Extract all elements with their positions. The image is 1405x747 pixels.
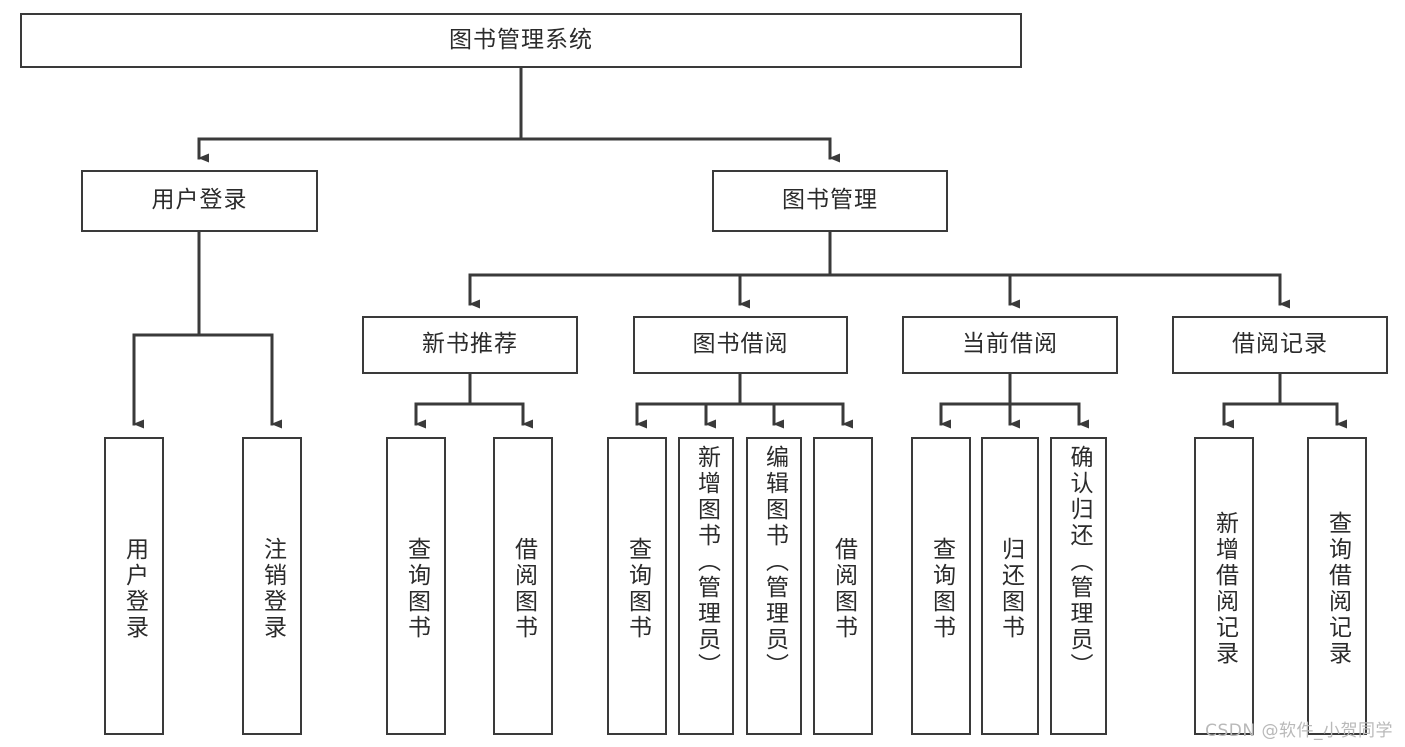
node-borrow-record[interactable]: 借阅记录: [1172, 316, 1388, 374]
node-book-management-label: 图书管理: [782, 187, 878, 214]
node-book-borrow-label: 图书借阅: [692, 331, 789, 358]
node-leaf-edit-book-label: 编辑图书（管理员）: [761, 445, 788, 679]
node-leaf-query-book-2[interactable]: 查询图书: [607, 437, 667, 735]
node-leaf-query-book-3-label: 查询图书: [928, 537, 955, 641]
node-leaf-query-book-1[interactable]: 查询图书: [386, 437, 446, 735]
node-leaf-logout-login[interactable]: 注销登录: [242, 437, 302, 735]
node-root[interactable]: 图书管理系统: [20, 13, 1022, 68]
node-leaf-borrow-book-1-label: 借阅图书: [510, 537, 537, 641]
node-leaf-query-book-2-label: 查询图书: [624, 537, 651, 641]
node-leaf-edit-book[interactable]: 编辑图书（管理员）: [746, 437, 802, 735]
node-new-book-recommend[interactable]: 新书推荐: [362, 316, 578, 374]
node-leaf-confirm-return[interactable]: 确认归还（管理员）: [1050, 437, 1107, 735]
node-borrow-record-label: 借阅记录: [1232, 331, 1328, 358]
csdn-watermark: CSDN @软件_小贺同学: [1205, 721, 1393, 741]
node-leaf-logout-login-label: 注销登录: [259, 537, 286, 641]
node-root-label: 图书管理系统: [449, 26, 593, 53]
node-leaf-confirm-return-label: 确认归还（管理员）: [1066, 445, 1092, 679]
node-leaf-add-borrow-record[interactable]: 新增借阅记录: [1194, 437, 1254, 735]
node-leaf-add-book-label: 新增图书（管理员）: [693, 445, 720, 679]
node-leaf-return-book-label: 归还图书: [997, 537, 1024, 641]
node-leaf-query-book-3[interactable]: 查询图书: [911, 437, 971, 735]
node-user-login[interactable]: 用户登录: [81, 170, 318, 232]
node-leaf-borrow-book-2[interactable]: 借阅图书: [813, 437, 873, 735]
node-book-management[interactable]: 图书管理: [712, 170, 948, 232]
node-current-borrow-label: 当前借阅: [962, 331, 1058, 358]
node-user-login-label: 用户登录: [151, 187, 248, 214]
node-current-borrow[interactable]: 当前借阅: [902, 316, 1118, 374]
node-leaf-borrow-book-2-label: 借阅图书: [830, 537, 857, 641]
node-leaf-borrow-book-1[interactable]: 借阅图书: [493, 437, 553, 735]
node-leaf-user-login[interactable]: 用户登录: [104, 437, 164, 735]
node-book-borrow[interactable]: 图书借阅: [633, 316, 848, 374]
node-leaf-add-borrow-record-label: 新增借阅记录: [1211, 511, 1238, 667]
node-leaf-query-borrow-record[interactable]: 查询借阅记录: [1307, 437, 1367, 735]
node-leaf-query-book-1-label: 查询图书: [403, 537, 430, 641]
node-leaf-add-book[interactable]: 新增图书（管理员）: [678, 437, 734, 735]
node-leaf-user-login-label: 用户登录: [121, 537, 148, 641]
node-new-book-recommend-label: 新书推荐: [422, 331, 518, 358]
node-leaf-return-book[interactable]: 归还图书: [981, 437, 1039, 735]
node-leaf-query-borrow-record-label: 查询借阅记录: [1324, 511, 1351, 667]
